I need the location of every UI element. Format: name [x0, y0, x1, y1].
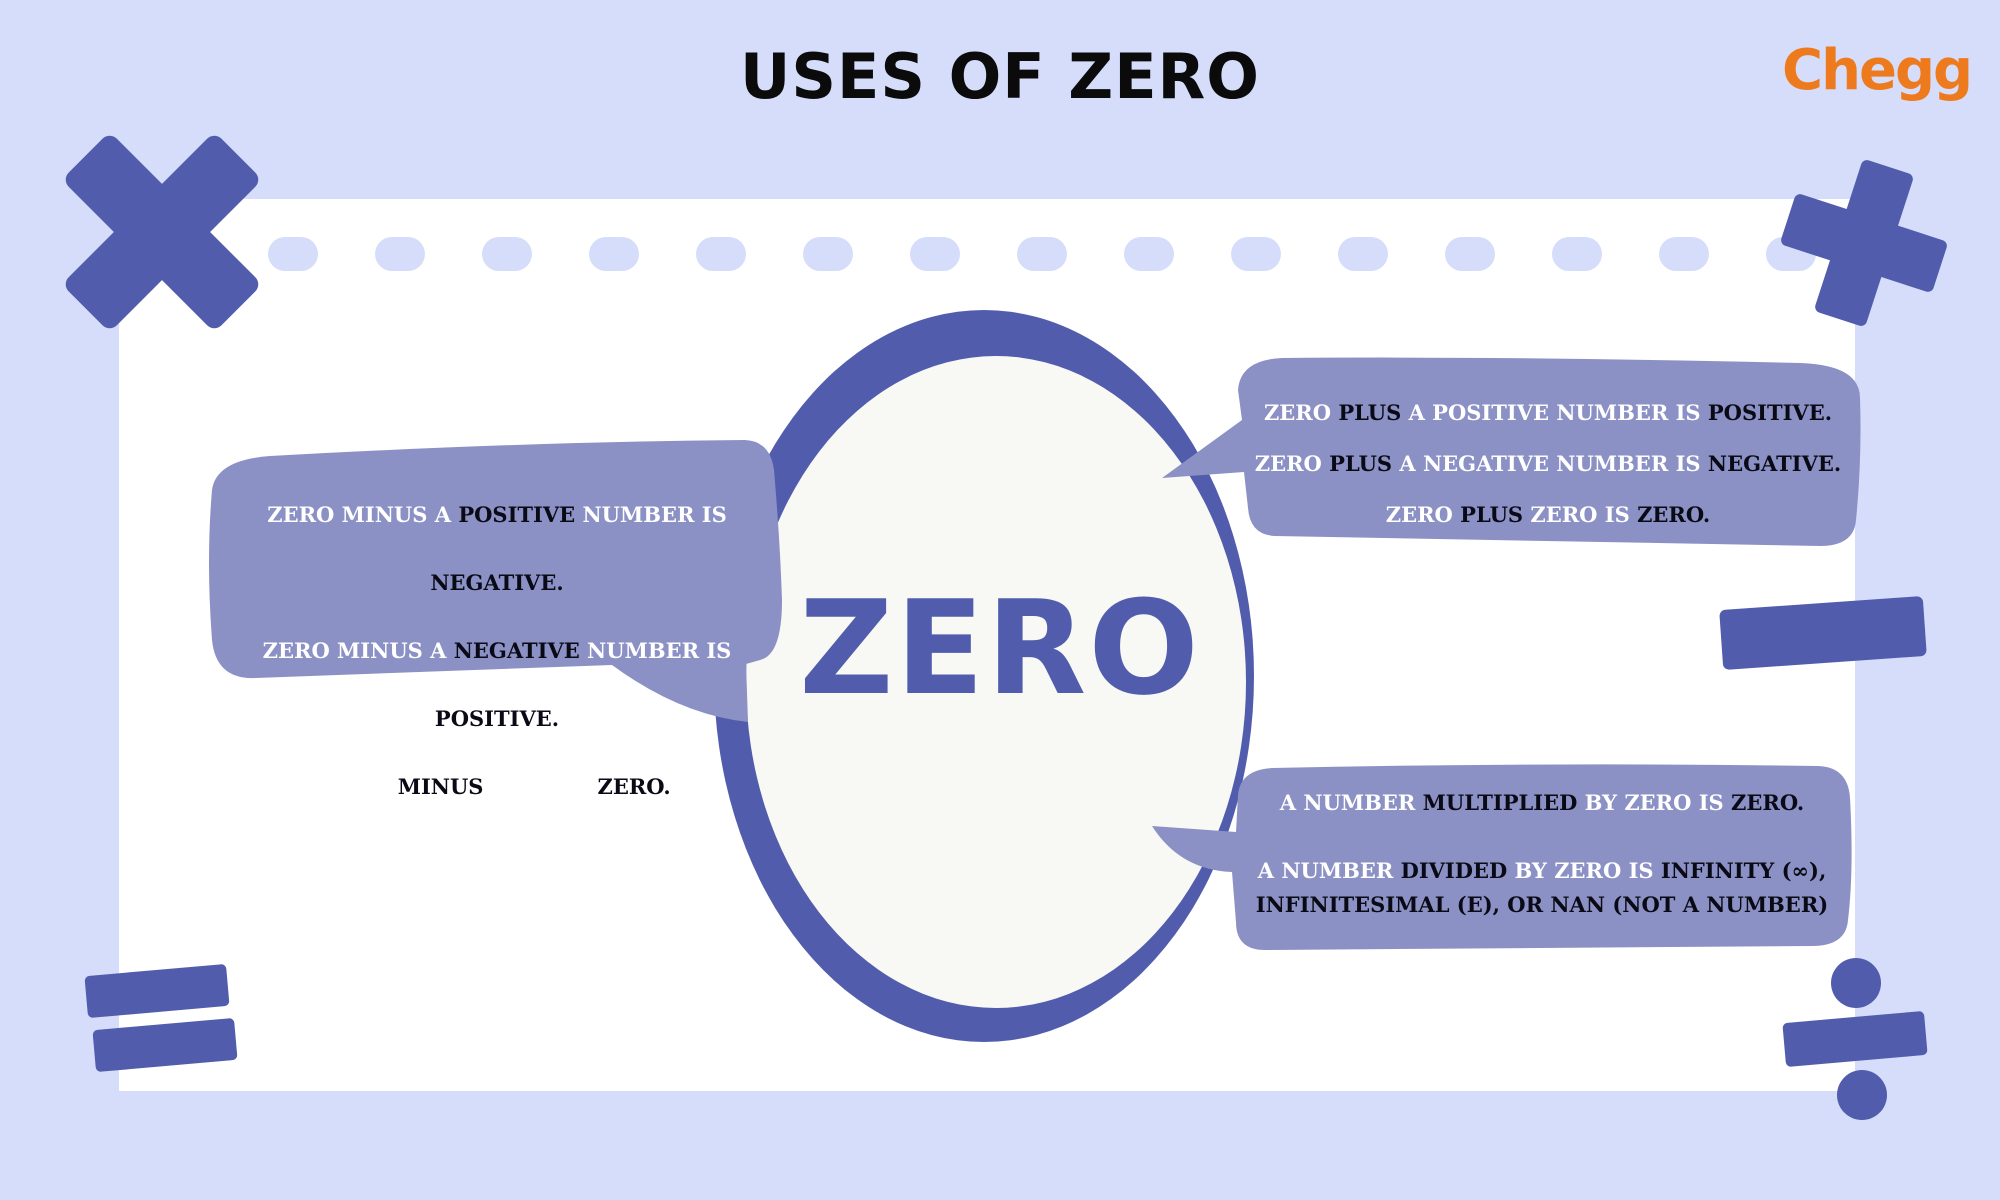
bubble-line: ZERO MINUS A POSITIVE NUMBER IS NEGATIVE…	[212, 481, 782, 617]
keyword-text: POSITIVE.	[434, 706, 560, 731]
top-right-bubble-text: ZERO PLUS A POSITIVE NUMBER IS POSITIVE.…	[1242, 387, 1854, 540]
keyword-text: POSITIVE	[458, 502, 576, 527]
keyword-text: NEGATIVE.	[430, 570, 564, 595]
chegg-logo[interactable]: Chegg	[1782, 38, 1973, 103]
keyword-text: NEGATIVE	[453, 638, 580, 663]
pill	[1659, 237, 1709, 271]
pill	[803, 237, 853, 271]
keyword-text: POSITIVE.	[1707, 400, 1833, 425]
bubble-text: ZERO IS	[1523, 502, 1638, 527]
keyword-text: PLUS	[1329, 451, 1393, 476]
bubble-text: ZERO MINUS A	[262, 638, 454, 663]
bubble-text: ZERO MINUS A	[267, 502, 459, 527]
bubble-text: ZERO	[1385, 502, 1461, 527]
pill	[482, 237, 532, 271]
keyword-text: ZERO.	[1731, 790, 1805, 815]
bubble-line: A NUMBER DIVIDED BY ZERO IS INFINITY (∞)…	[1236, 854, 1848, 888]
bubble-text: ZERO	[323, 774, 398, 799]
bubble-text: A NUMBER	[1279, 790, 1423, 815]
pill	[910, 237, 960, 271]
bubble-text: BY ZERO IS	[1577, 790, 1732, 815]
bubble-text: A POSITIVE NUMBER IS	[1401, 400, 1708, 425]
keyword-text: ZERO.	[1637, 502, 1711, 527]
bubble-text: A NEGATIVE NUMBER IS	[1392, 451, 1708, 476]
bubble-text: A NUMBER	[1257, 858, 1401, 883]
pill	[1017, 237, 1067, 271]
equals-icon	[84, 964, 238, 1072]
bottom-right-bubble-text: A NUMBER MULTIPLIED BY ZERO IS ZERO.A NU…	[1236, 786, 1848, 922]
plus-icon	[1781, 160, 1947, 326]
bubble-text: ZERO	[1254, 451, 1330, 476]
pill	[375, 237, 425, 271]
bubble-line: ZERO MINUS A NEGATIVE NUMBER IS POSITIVE…	[212, 617, 782, 753]
bubble-text: ZERO IS	[483, 774, 598, 799]
pill	[268, 237, 318, 271]
keyword-text: MINUS	[397, 774, 484, 799]
pill	[696, 237, 746, 271]
page-title: USES OF ZERO	[740, 40, 1260, 113]
top-right-speech-bubble	[1162, 357, 1861, 546]
keyword-text: DIVIDED	[1400, 858, 1508, 883]
bubble-text: ZERO	[1263, 400, 1339, 425]
bubble-line: ZERO MINUS ZERO IS ZERO.	[212, 753, 782, 821]
keyword-text: NEGATIVE.	[1707, 451, 1842, 476]
bubble-line: ZERO PLUS A POSITIVE NUMBER IS POSITIVE.	[1242, 387, 1854, 438]
bubble-line: A NUMBER MULTIPLIED BY ZERO IS ZERO.	[1236, 786, 1848, 820]
pill	[1124, 237, 1174, 271]
bottom-right-speech-bubble	[1152, 764, 1852, 950]
bubble-text: BY ZERO IS	[1507, 858, 1661, 883]
keyword-text: PLUS	[1460, 502, 1524, 527]
keyword-text: INFINITY (∞),	[1660, 858, 1827, 883]
keyword-text: ZERO.	[597, 774, 671, 799]
bubble-line: ZERO PLUS ZERO IS ZERO.	[1242, 489, 1854, 540]
keyword-text: INFINITESIMAL (E), OR NAN (NOT A NUMBER)	[1255, 892, 1829, 917]
bubble-line: INFINITESIMAL (E), OR NAN (NOT A NUMBER)	[1236, 888, 1848, 922]
pill	[589, 237, 639, 271]
multiply-icon	[65, 135, 259, 329]
bubble-line: ZERO PLUS A NEGATIVE NUMBER IS NEGATIVE.	[1242, 438, 1854, 489]
pill	[1445, 237, 1495, 271]
zero-ring-inner	[746, 356, 1246, 1008]
center-zero-label: ZERO	[799, 572, 1201, 724]
keyword-text: MULTIPLIED	[1422, 790, 1578, 815]
bubble-text: NUMBER IS	[575, 502, 727, 527]
keyword-text: PLUS	[1338, 400, 1402, 425]
pill	[1231, 237, 1281, 271]
pill	[1552, 237, 1602, 271]
left-bubble-text: ZERO MINUS A POSITIVE NUMBER IS NEGATIVE…	[212, 481, 782, 821]
bubble-text: NUMBER IS	[579, 638, 732, 663]
minus-icon	[1719, 596, 1927, 670]
left-speech-bubble	[209, 440, 782, 722]
pill	[1338, 237, 1388, 271]
divide-icon	[1782, 958, 1928, 1120]
